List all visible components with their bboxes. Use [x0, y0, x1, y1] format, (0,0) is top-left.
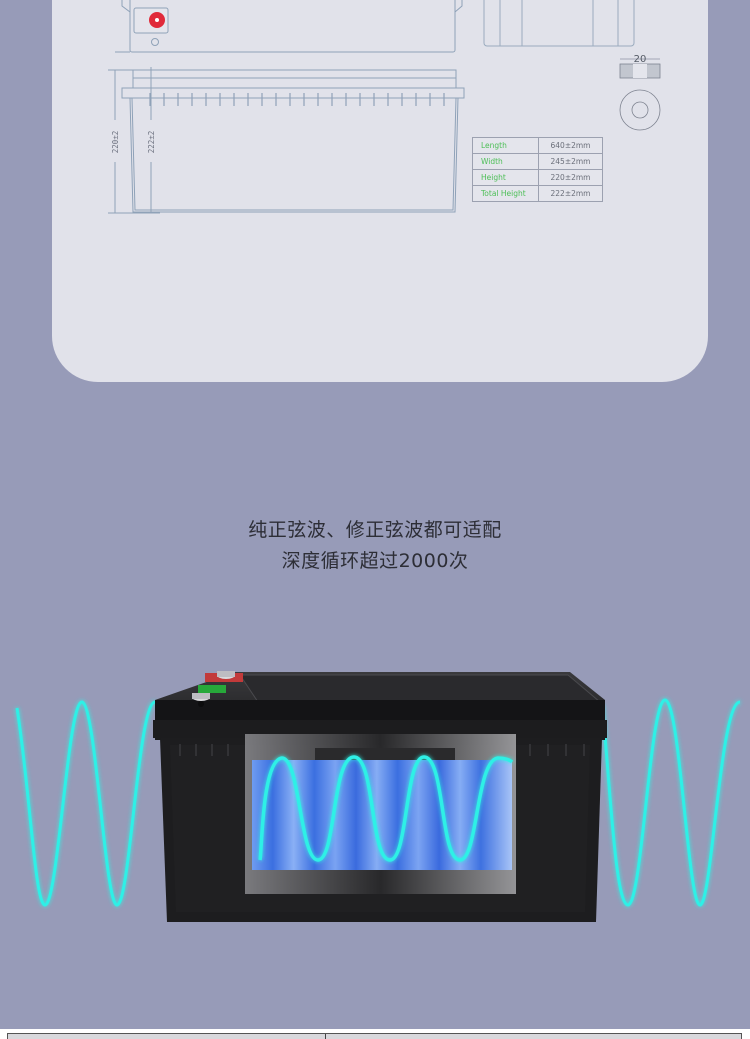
table-row: Total Height 222±2mm [472, 185, 603, 202]
spec-label: Total Height [472, 185, 539, 202]
table-header-cell [326, 1034, 741, 1039]
right-sine-wave [600, 698, 741, 907]
height-outer-label: 220±2 [111, 131, 120, 154]
battery-terminals [192, 671, 243, 707]
table-row: Height 220±2mm [472, 169, 603, 186]
spec-value: 220±2mm [538, 169, 603, 186]
spec-value: 245±2mm [538, 153, 603, 170]
feature-headline-line2: 深度循环超过2000次 [281, 550, 469, 572]
battery-cutaway-window [245, 734, 516, 894]
table-row: Length 640±2mm [472, 137, 603, 154]
spec-label: Height [472, 169, 539, 186]
spec-value: 222±2mm [538, 185, 603, 202]
spec-label: Width [472, 153, 539, 170]
table-header-cell [8, 1034, 326, 1039]
height-total-label: 222±2 [147, 131, 156, 154]
internal-sine-wave [258, 755, 514, 862]
terminal-detail-drawing [619, 58, 661, 131]
end-view-drawing [483, 0, 635, 47]
dimension-spec-table: Length 640±2mm Width 245±2mm Height 220±… [472, 137, 603, 202]
battery-vents [179, 744, 585, 756]
feature-headline-line1: 纯正弦波、修正弦波都可适配 [248, 519, 502, 541]
spec-value: 640±2mm [538, 137, 603, 154]
front-vents [149, 93, 445, 106]
left-sine-wave [15, 700, 156, 907]
table-row: Width 245±2mm [472, 153, 603, 170]
next-section-table-header [7, 1033, 742, 1039]
spec-label: Length [472, 137, 539, 154]
battery-technical-drawing: 20 220±2 222±2 [108, 0, 661, 214]
front-view-drawing [108, 67, 465, 214]
top-view-drawing [115, 0, 463, 53]
battery-sine-wave-illustration [15, 671, 741, 922]
terminal-width-label: 20 [634, 54, 647, 65]
